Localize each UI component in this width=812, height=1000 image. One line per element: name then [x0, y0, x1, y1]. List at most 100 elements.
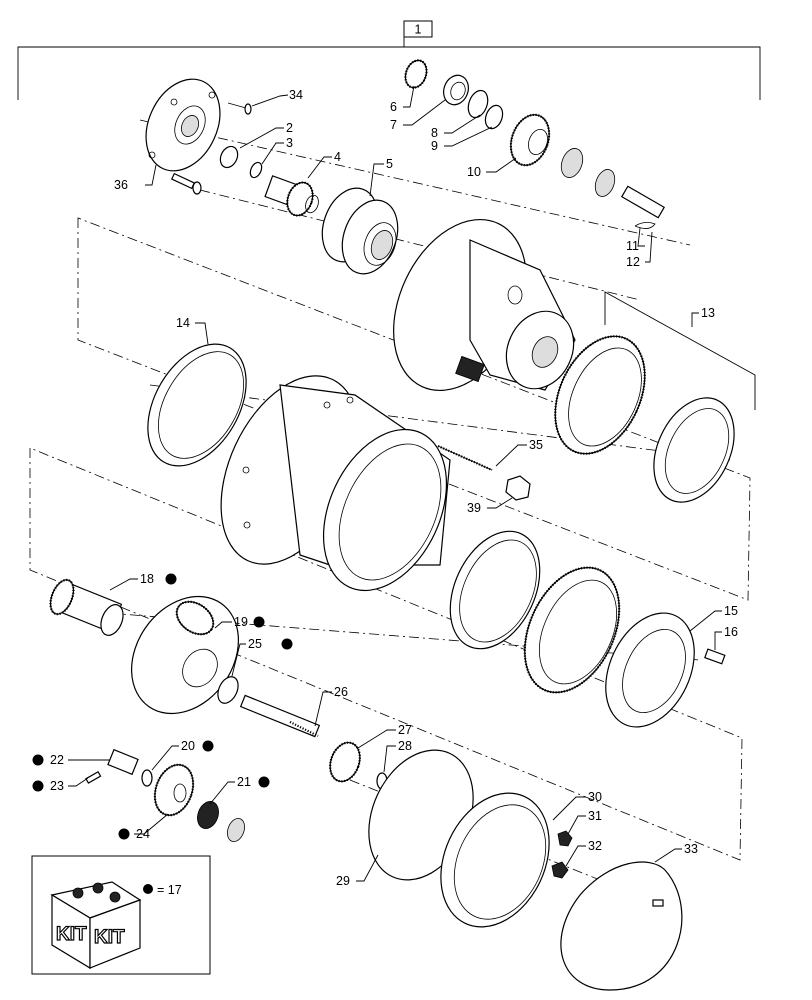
axis-3: [149, 384, 731, 461]
callout-31: 31: [588, 809, 602, 823]
callout-21: 21: [237, 775, 251, 789]
callout-4: 4: [334, 150, 341, 164]
kit-legend-box: [31, 855, 211, 975]
assembly-number: 1: [415, 23, 422, 37]
callout-23: 23: [50, 779, 64, 793]
callout-24: 24: [136, 827, 150, 841]
housing-drum: [220, 375, 451, 592]
callout-2: 2: [286, 121, 293, 135]
nut-39: [505, 475, 531, 501]
ring-gear: [523, 566, 621, 694]
upper-dashed-box: [77, 217, 751, 601]
kit-label-left: KIT: [56, 924, 87, 945]
callout-22: 22: [50, 753, 64, 767]
kit-part-icon: [72, 887, 84, 899]
callout-19: 19: [234, 615, 248, 629]
seal-ring-14: [147, 343, 247, 467]
ring-20: [141, 769, 153, 787]
callout-14: 14: [176, 316, 190, 330]
spindle-housing: [393, 218, 576, 392]
bearing-6: [404, 59, 428, 89]
plug-32: [551, 861, 569, 879]
callout-5: 5: [386, 157, 393, 171]
leader-lines: [68, 85, 722, 882]
lower-dashed-box: [29, 447, 743, 861]
axis-2: [199, 189, 641, 301]
kit-legend-text: = 17: [157, 883, 182, 897]
callout-39: 39: [467, 501, 481, 515]
gear-shaft-4: [264, 175, 319, 217]
ring-8: [467, 89, 489, 119]
shaft-26: [239, 694, 321, 738]
callout-26: 26: [334, 685, 348, 699]
kit-bullet-22: [32, 754, 44, 766]
kit-bullets: [32, 573, 293, 840]
callout-32: 32: [588, 839, 602, 853]
kit-bullet-25: [281, 638, 293, 650]
pin-23: [85, 770, 102, 784]
oring-2: [219, 145, 239, 169]
kit-box-right: [89, 899, 141, 969]
callout-8: 8: [431, 126, 438, 140]
callout-20: 20: [181, 739, 195, 753]
callout-30: 30: [588, 790, 602, 804]
kit-bullet-20: [202, 740, 214, 752]
callout-34: 34: [289, 88, 303, 102]
kit-bullet-21: [258, 776, 270, 788]
plug-31: [557, 830, 573, 847]
cotter-pin-12: [634, 222, 656, 229]
cover-plate: [145, 78, 221, 172]
bolt-ring-15: [605, 612, 695, 728]
callout-35: 35: [529, 438, 543, 452]
stud-35: [437, 444, 493, 472]
kit-bullet-19: [253, 616, 265, 628]
kit-part-icon: [109, 891, 121, 903]
callout-3: 3: [286, 136, 293, 150]
callout-10: 10: [467, 165, 481, 179]
needle-bearing-21: [197, 801, 245, 843]
toothed-ring: [554, 335, 646, 455]
planet-carrier-19: [130, 595, 240, 715]
kit-bullet-18: [165, 573, 177, 585]
pin-11: [620, 185, 666, 219]
callout-9: 9: [431, 139, 438, 153]
callout-28: 28: [398, 739, 412, 753]
callout-25: 25: [248, 637, 262, 651]
kit-part-icon: [92, 882, 104, 894]
gear-27: [329, 741, 361, 783]
callout-11: 11: [626, 239, 639, 253]
callout-33: 33: [684, 842, 698, 856]
callout-6: 6: [390, 100, 397, 114]
spacer-7: [443, 74, 469, 106]
sun-gear-18: [49, 578, 124, 636]
bearing-hub-5: [321, 187, 399, 275]
upper-axis: [139, 119, 691, 246]
kit-bullet-icon: [143, 884, 153, 894]
callout-18: 18: [140, 572, 154, 586]
cover-bolt: [170, 172, 202, 195]
pin-22: [107, 748, 139, 776]
assembly-number-box: [403, 20, 433, 38]
callout-27: 27: [398, 723, 412, 737]
bolt-16: [704, 648, 726, 665]
planet-gear-10: [509, 113, 551, 167]
snap-ring-33: [560, 861, 683, 991]
callout-36: 36: [114, 178, 128, 192]
kit-bullet-23: [32, 780, 44, 792]
callout-labels: 34 2 3 4 5 6 7 8 9 10 11 12 13 14 15 16 …: [50, 88, 738, 888]
callout-15: 15: [724, 604, 738, 618]
kit-label-right: KIT: [94, 927, 125, 948]
callout-16: 16: [724, 625, 738, 639]
needle-bearing: [560, 148, 616, 197]
ring-seal: [449, 530, 541, 650]
bearing-ring: [653, 397, 735, 503]
screw-34: [227, 102, 252, 115]
callout-12: 12: [626, 255, 640, 269]
assembly-bracket: 1: [17, 20, 761, 100]
callout-7: 7: [390, 118, 397, 132]
callout-13: 13: [701, 306, 715, 320]
snap-ring-25: [217, 676, 239, 704]
bracket-13: [604, 291, 756, 410]
callout-29: 29: [336, 874, 350, 888]
